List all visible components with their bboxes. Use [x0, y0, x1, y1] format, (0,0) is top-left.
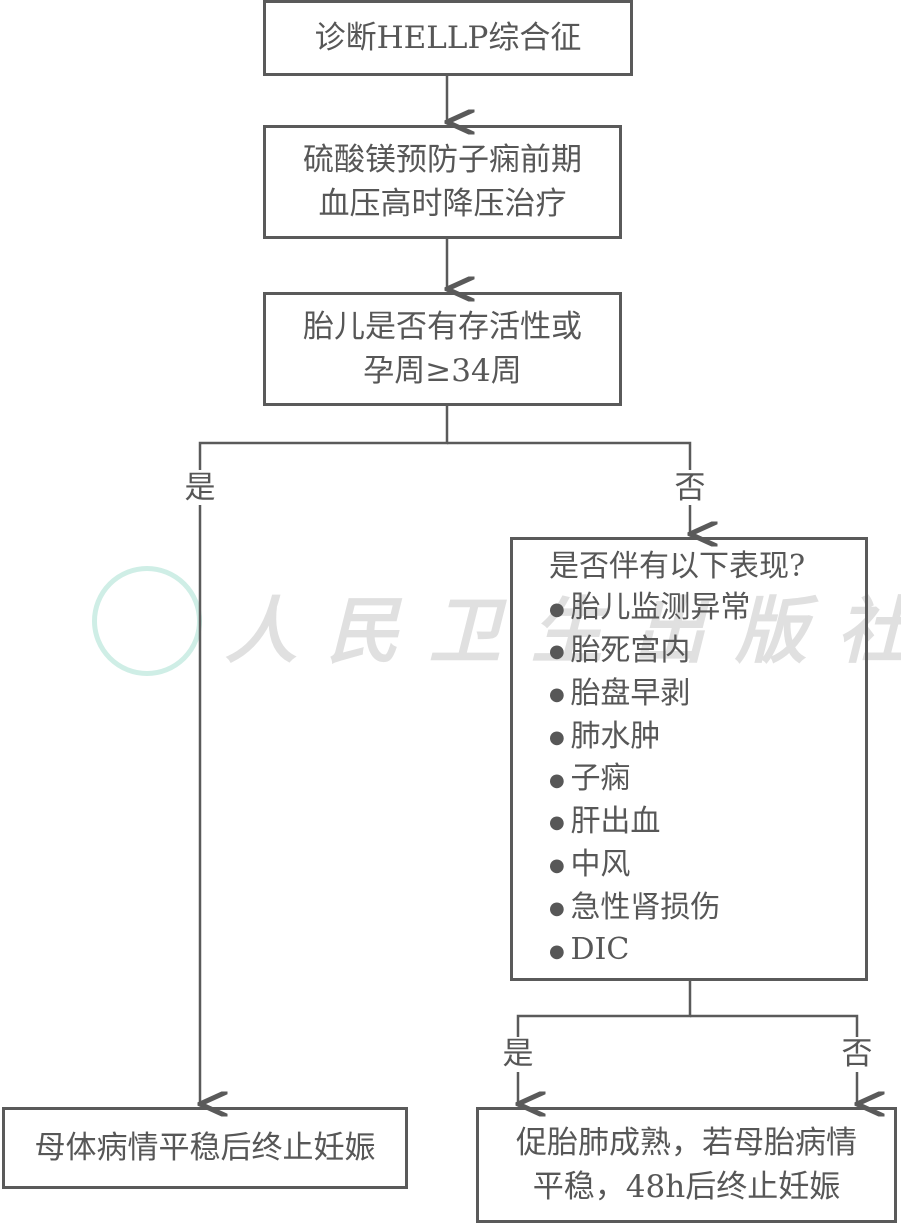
- question-line-2: 孕周≥34周: [363, 353, 522, 389]
- treatment-line-1: 硫酸镁预防子痫前期: [303, 142, 582, 178]
- label-no-1: 否: [670, 471, 710, 505]
- treatment-line-2: 血压高时降压治疗: [318, 186, 567, 222]
- question-line-1: 胎儿是否有存活性或: [303, 309, 582, 345]
- label-yes-2: 是: [498, 1037, 538, 1071]
- symptom-item: 肺水肿: [549, 716, 660, 759]
- symptom-item: DIC: [549, 929, 629, 972]
- symptoms-box: 是否伴有以下表现? 胎儿监测异常 胎死宫内 胎盘早剥 肺水肿 子痫 肝出血 中风…: [510, 537, 868, 981]
- right-outcome-line-1: 促胎肺成熟，若母胎病情: [516, 1125, 857, 1161]
- symptoms-title: 是否伴有以下表现?: [549, 548, 806, 584]
- right-outcome-line-2: 平稳，48h后终止妊娠: [532, 1169, 841, 1205]
- branch-2: [516, 980, 692, 1037]
- symptom-item: 胎盘早剥: [549, 673, 690, 716]
- branch-1: [198, 405, 449, 470]
- symptom-item: 胎儿监测异常: [549, 587, 750, 630]
- symptom-item: 中风: [549, 844, 630, 887]
- label-no-2: 否: [837, 1037, 877, 1071]
- label-yes-1: 是: [180, 471, 220, 505]
- symptom-item: 肝出血: [549, 801, 660, 844]
- symptom-item: 胎死宫内: [549, 630, 690, 673]
- diagnosis-text: 诊断HELLP综合征: [314, 20, 582, 56]
- symptom-item: 子痫: [549, 758, 630, 801]
- diagnosis-box: 诊断HELLP综合征: [263, 0, 633, 76]
- symptom-item: 急性肾损伤: [549, 887, 720, 930]
- right-outcome-box: 促胎肺成熟，若母胎病情平稳，48h后终止妊娠: [476, 1107, 897, 1223]
- viability-question-box: 胎儿是否有存活性或孕周≥34周: [263, 292, 622, 406]
- treatment-box: 硫酸镁预防子痫前期血压高时降压治疗: [263, 125, 622, 239]
- left-outcome-text: 母体病情平稳后终止妊娠: [34, 1130, 376, 1166]
- left-outcome-box: 母体病情平稳后终止妊娠: [2, 1107, 408, 1189]
